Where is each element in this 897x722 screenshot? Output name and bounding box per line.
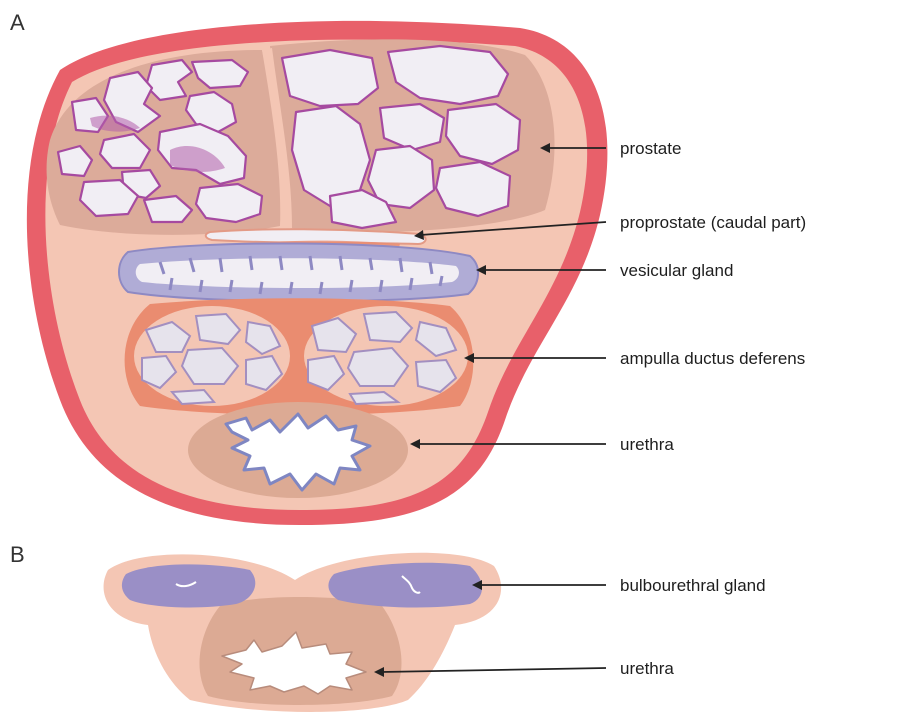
panel-a-cross-section <box>27 21 608 525</box>
label-prostate: prostate <box>620 139 681 158</box>
label-ampulla: ampulla ductus deferens <box>620 349 805 368</box>
panel-b-cross-section <box>104 553 502 712</box>
panel-b-letter: B <box>10 542 25 567</box>
label-urethra-b: urethra <box>620 659 674 678</box>
label-vesicular-gland: vesicular gland <box>620 261 733 280</box>
bulbourethral-gland-right <box>328 563 482 608</box>
label-urethra-a: urethra <box>620 435 674 454</box>
panel-a-letter: A <box>10 10 25 35</box>
label-bulbourethral-gland: bulbourethral gland <box>620 576 766 595</box>
label-proprostate: proprostate (caudal part) <box>620 213 806 232</box>
